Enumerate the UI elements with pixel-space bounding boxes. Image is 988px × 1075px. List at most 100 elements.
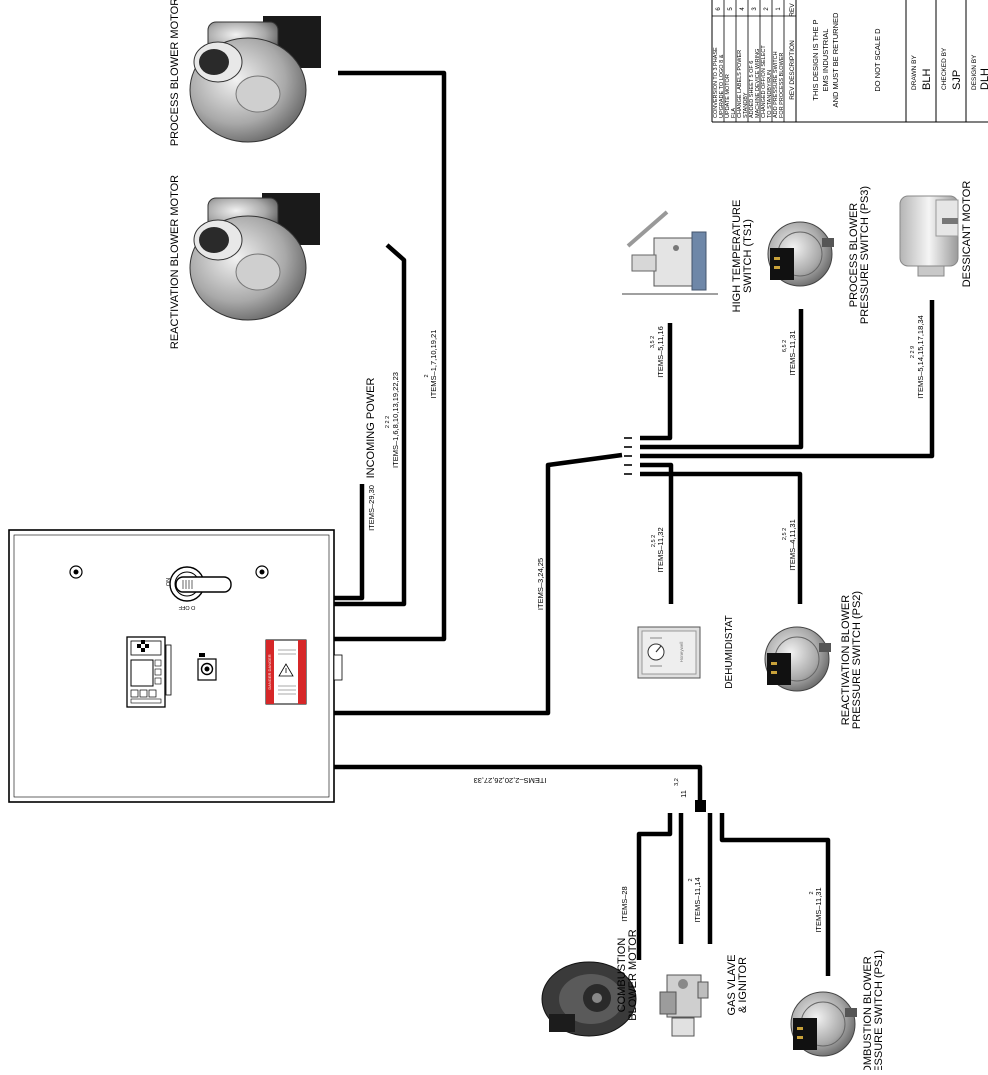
wire-label-dessicant: ITEMS–5,14,15,17,18,34 (916, 315, 925, 398)
wire-label-dessicant-sup: 2 2 9 (910, 346, 916, 358)
danger-warning-label: DANGER DANGER (265, 639, 307, 705)
pilot-light (197, 653, 217, 681)
revision-row-number: 2 (764, 7, 770, 11)
label-reactivation-pressure-switch-line1: REACTIVATION BLOWER (840, 595, 852, 725)
bottom-junction-block (695, 800, 706, 812)
wire-process-blower (334, 70, 447, 642)
dehumidistat-picture: Honeywell (637, 626, 701, 679)
revision-row-description: FOR PROCESS BLOWER (779, 53, 785, 118)
wire-label-11-sup: 3,2 (674, 778, 680, 786)
design-by-value: DLH (979, 68, 988, 90)
notice-line2: EMS INDUSTRIAL (821, 29, 830, 92)
wire-label-dehumidistat: ITEMS–11,32 (656, 527, 665, 572)
wire-label-combustion-pressure-sup: 2 (809, 891, 815, 894)
wire-label-process-pressure-sup: 6,5 2 (782, 340, 788, 352)
label-combustion-pressure-switch-line1: COMBUSTION BLOWER (862, 956, 874, 1070)
panel-screw-left (69, 565, 83, 579)
revision-row-description: FLA (731, 108, 737, 118)
disconnect-switch-handle[interactable] (169, 566, 232, 602)
revision-row-number: 1 (776, 7, 782, 11)
dehumidistat-brand: Honeywell (679, 642, 684, 663)
wire-label-items-3-24-25: ITEMS–3,24,25 (536, 558, 545, 610)
revision-row-number: 4 (740, 7, 746, 11)
revision-row-number: 5 (728, 7, 734, 11)
wire-reactivation-pressure-switch (640, 471, 803, 604)
revision-row-description: STANDBY (743, 92, 749, 118)
label-reactivation-blower-motor: REACTIVATION BLOWER MOTOR (169, 175, 181, 349)
design-by-label: DESIGN BY (971, 54, 978, 90)
wire-combustion-pressure-switch (719, 813, 831, 976)
rev-header-rev: REV (789, 3, 796, 17)
junction-terminals (624, 437, 632, 475)
wire-incoming-power (334, 484, 365, 601)
process-blower-motor-picture (189, 16, 321, 143)
plc-controller (126, 636, 172, 708)
wire-high-temp-switch (640, 323, 673, 441)
dessicant-motor-picture (899, 195, 959, 277)
drawn-by-label: DRAWN BY (911, 55, 918, 90)
wiring (334, 70, 935, 976)
label-incoming-power: INCOMING POWER (365, 378, 377, 479)
rev-header-description: REV DESCRIPTION (789, 40, 796, 100)
switch-on-label: ON (166, 578, 172, 586)
wire-label-gas-valve: ITEMS–11,14 (693, 877, 702, 922)
wire-label-combustion-pressure: ITEMS–11,31 (814, 887, 823, 932)
notice-line1: THIS DESIGN IS THE P (811, 19, 820, 100)
checked-by-value: SJP (951, 70, 963, 90)
switch-off-label: O OFF (178, 604, 195, 610)
panel-hinge (333, 654, 343, 681)
label-dehumidistat: DEHUMIDISTAT (724, 615, 735, 689)
panel-screw-right (255, 565, 269, 579)
wire-bottom-trunk (334, 764, 703, 811)
danger-label-text: DANGER DANGER (267, 654, 272, 689)
checked-by-label: CHECKED BY (941, 47, 948, 90)
label-reactivation-pressure-switch-line2: PRESSURE SWITCH (PS2) (851, 591, 863, 729)
label-gas-valve-line2: & IGNITOR (737, 957, 749, 1013)
wire-label-high-temp-sup: 3,5 2 (650, 336, 656, 348)
revision-row-description: ADD PRESSURE SWITCH (773, 51, 779, 118)
label-combustion-pressure-switch-line2: PRESSURE SWITCH (PS1) (873, 950, 885, 1070)
gas-valve-ignitor-picture (659, 974, 709, 1037)
revision-row-description: UPGRADE TO LOGO 8 & (719, 54, 725, 118)
revision-row-description: CHANGED OFF/ON SELECT (761, 45, 767, 118)
wire-label-reactivation: ITEMS–1,7,10,19,21 (429, 330, 438, 399)
label-high-temp-switch-line2: SWITCH (TS1) (742, 219, 754, 293)
notice-line3: AND MUST BE RETURNED (831, 12, 840, 107)
combustion-blower-pressure-switch-picture (790, 991, 857, 1057)
revision-row-description: UPDATE MOTOR (725, 74, 731, 118)
wire-label-bottom: ITEMS–2,20,26,27,33 (474, 776, 547, 785)
label-high-temp-switch-line1: HIGH TEMPERATURE (731, 200, 743, 313)
wire-label-high-temp: ITEMS–5,11,16 (656, 326, 665, 378)
do-not-scale: DO NOT SCALE D (873, 28, 882, 92)
revision-row-description: TO STANDBY/RUN (767, 70, 773, 118)
wire-label-items-29-30: ITEMS–29,30 (367, 485, 376, 531)
label-gas-valve-line1: GAS VLAVE (726, 955, 738, 1016)
revision-row-number: 6 (716, 7, 722, 11)
wire-combustion-blower (636, 813, 673, 960)
wire-label-process-pressure: ITEMS–11,31 (788, 330, 797, 375)
wire-label-reactivation-pressure: ITEMS–4,11,31 (788, 519, 797, 571)
wire-label-items-28: ITEMS–28 (620, 886, 629, 921)
revision-block (711, 0, 988, 123)
wire-label-incoming-sup: 2 2 2 (385, 416, 391, 428)
wire-label-reactivation-pressure-sup: 2,5 2 (782, 528, 788, 540)
combustion-blower-motor-picture (541, 961, 637, 1037)
reactivation-blower-motor-picture (189, 193, 320, 321)
wire-junction-trunk (334, 452, 623, 716)
revision-row-description: MACHINE DEVICE WIRING (755, 49, 761, 118)
label-combustion-blower-motor-line2: BLOWER MOTOR (627, 929, 639, 1021)
high-temperature-switch-picture (622, 210, 718, 295)
wire-label-gas-valve-sup: 2 (688, 878, 694, 881)
wire-process-pressure-switch (640, 309, 804, 450)
reactivation-blower-pressure-switch-picture (764, 626, 831, 692)
wire-label-reactivation-sup: 2 (424, 374, 430, 377)
label-process-pressure-switch-line1: PROCESS BLOWER (848, 203, 860, 308)
wire-reactivation-blower (334, 243, 407, 607)
wire-label-dehumidistat-sup: 2,5 2 (651, 535, 657, 547)
process-blower-pressure-switch-picture (767, 221, 834, 287)
wire-dehumidistat (640, 462, 674, 604)
revision-row-description: CONVERSION TO 3 PHASE (713, 47, 719, 118)
label-dessicant-motor: DESSICANT MOTOR (961, 181, 973, 288)
